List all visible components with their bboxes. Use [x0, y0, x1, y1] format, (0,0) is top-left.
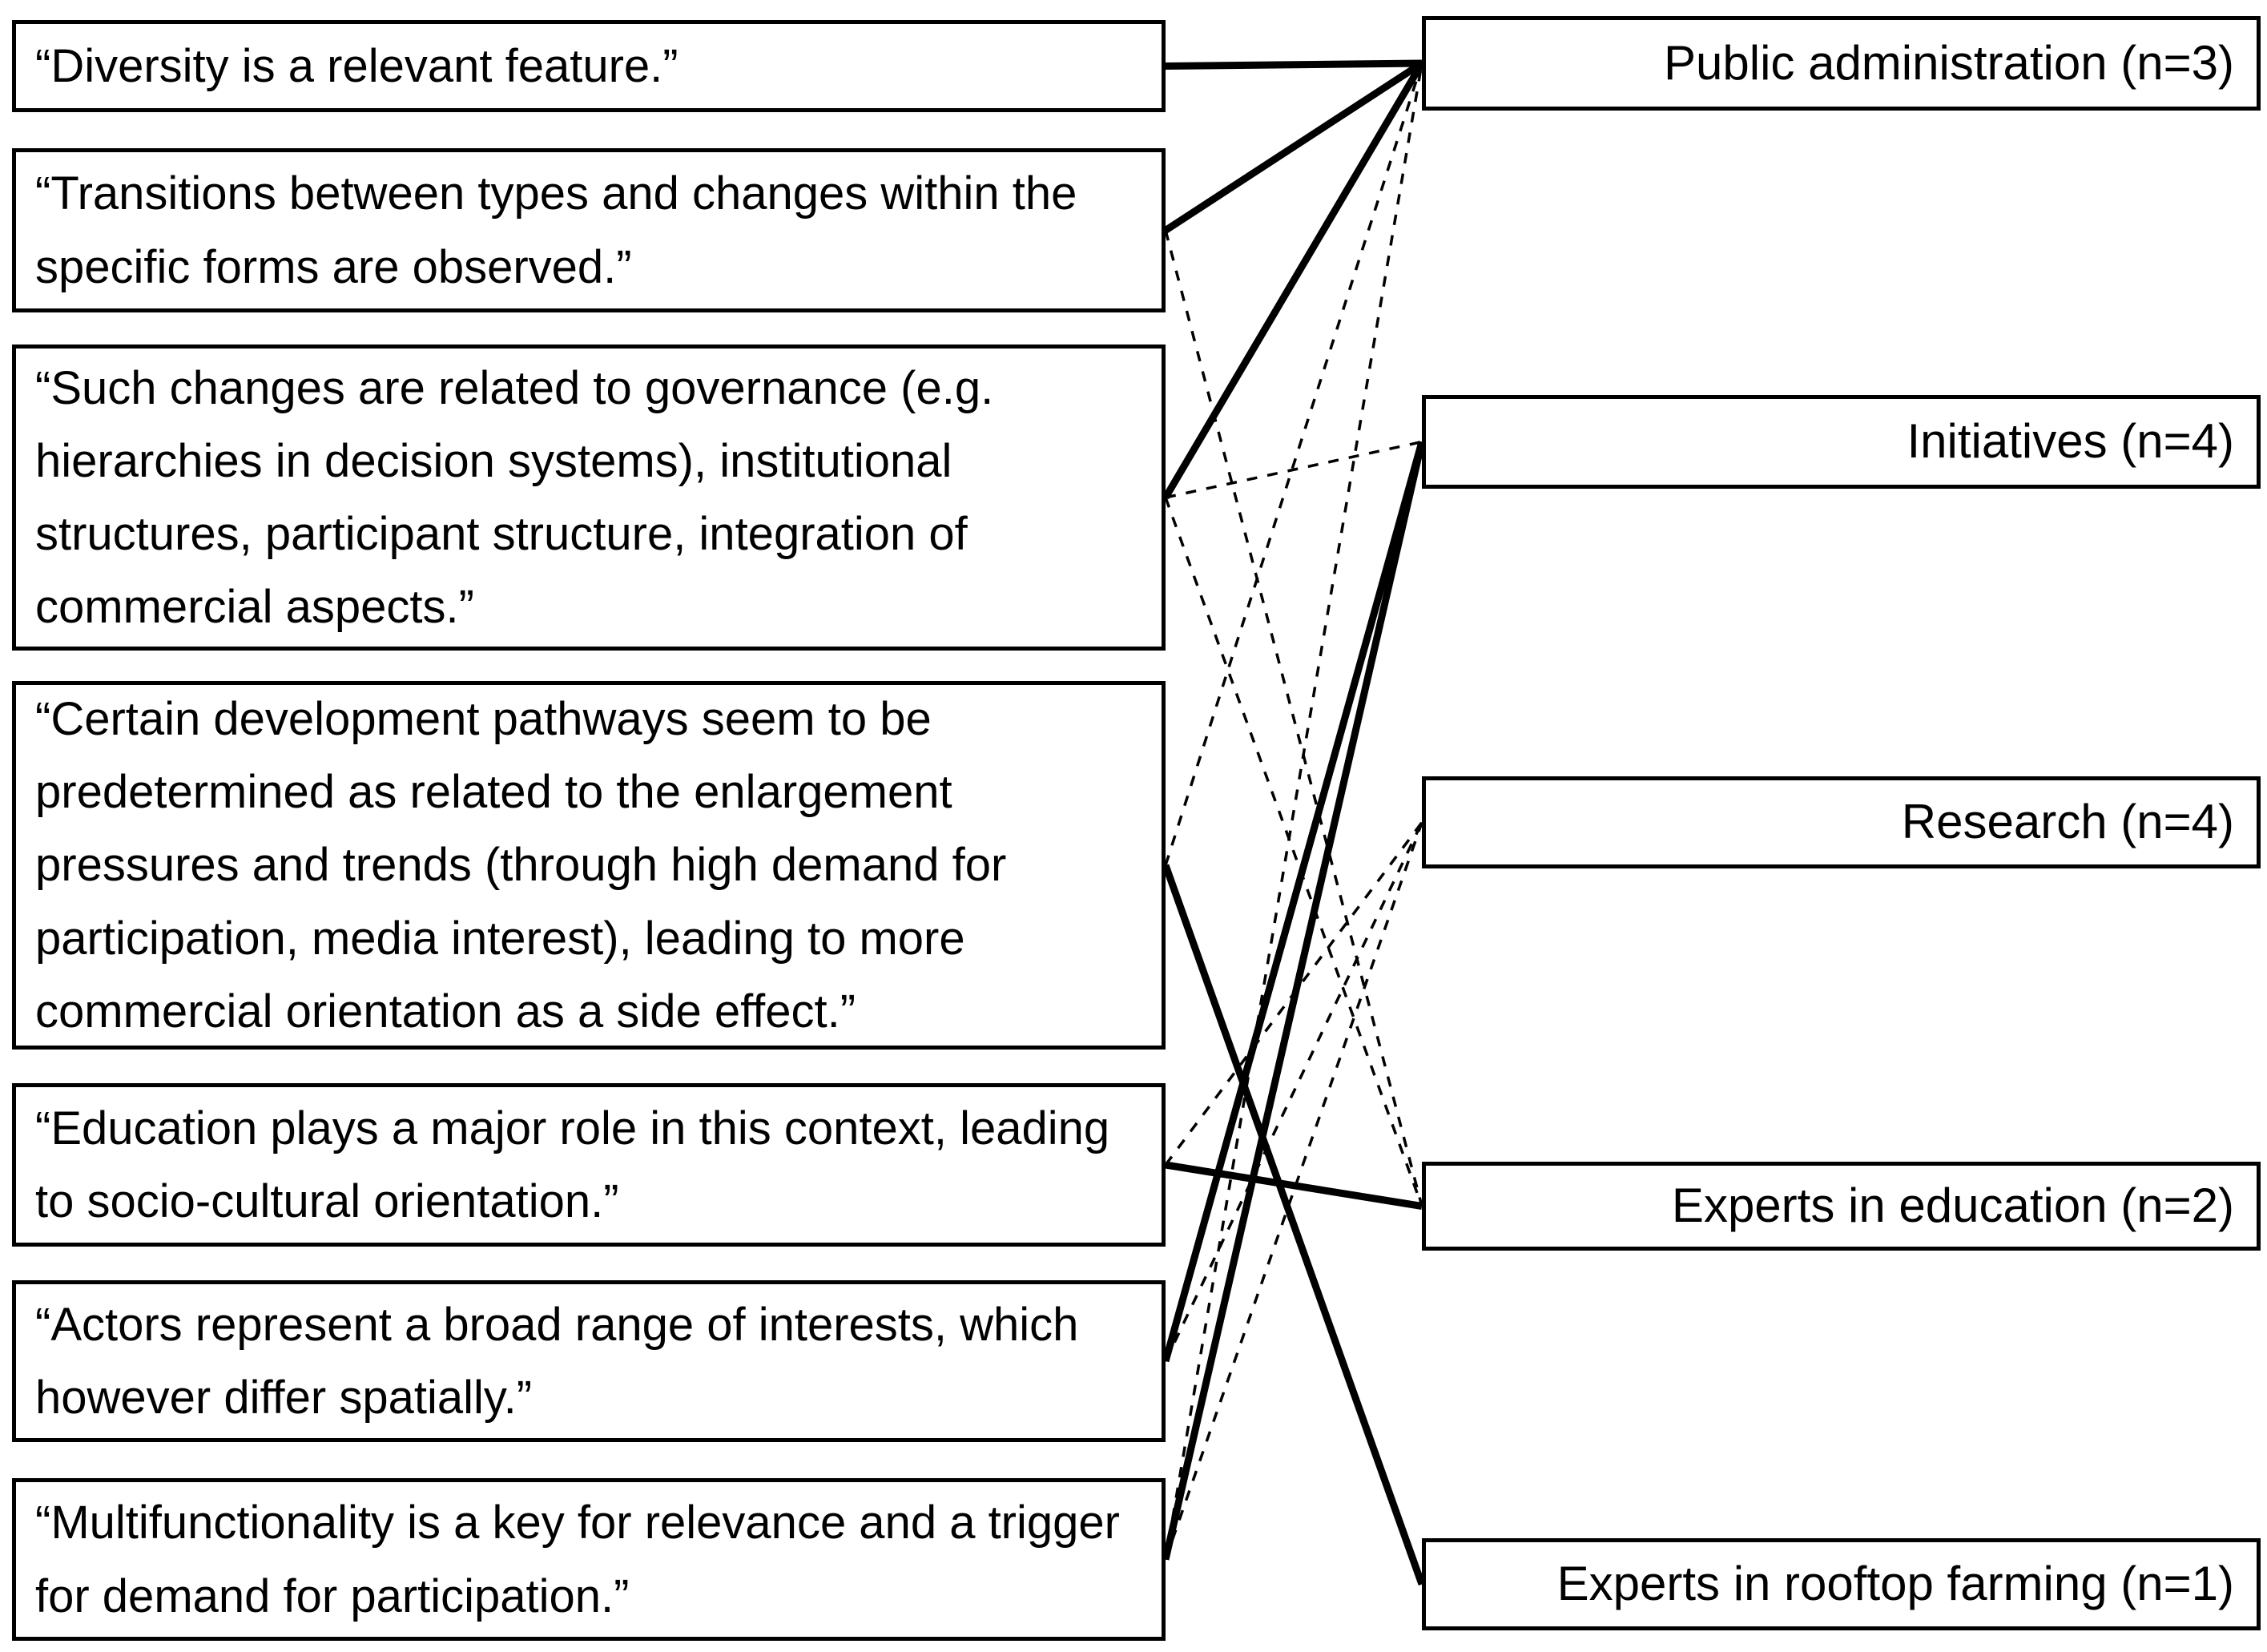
stakeholder-label: Experts in rooftop farming (n=1) [1556, 1557, 2234, 1611]
connection-line-b5-res-dashed [1164, 821, 1423, 1166]
connection-line-b3-init-dashed [1165, 440, 1423, 499]
statement-text: “Education plays a major role in this co… [35, 1102, 1110, 1227]
statement-box-b7: “Multifunctionality is a key for relevan… [12, 1478, 1166, 1641]
connection-line-b3-eped-dashed [1164, 497, 1423, 1207]
connection-line-b2-eped-dashed [1164, 230, 1423, 1207]
stakeholder-box-eped: Experts in education (n=2) [1422, 1162, 2261, 1251]
statement-box-b3: “Such changes are related to governance … [12, 345, 1166, 651]
stakeholder-label: Initiatives (n=4) [1907, 414, 2234, 469]
statement-text: “Transitions between types and changes w… [35, 167, 1077, 293]
statement-box-b5: “Education plays a major role in this co… [12, 1083, 1166, 1247]
stakeholder-box-res: Research (n=4) [1422, 776, 2261, 868]
stakeholder-box-init: Initiatives (n=4) [1422, 395, 2261, 489]
stakeholder-label: Public administration (n=3) [1663, 35, 2234, 90]
connection-line-b2-pa-solid [1163, 60, 1424, 234]
stakeholder-box-pa: Public administration (n=3) [1422, 16, 2261, 111]
connection-line-b4-pa-dashed [1164, 62, 1423, 866]
statement-text: “Certain development pathways seem to be… [35, 693, 1007, 1038]
connection-line-b5-eped-solid [1165, 1161, 1423, 1210]
stakeholder-box-roof: Experts in rooftop farming (n=1) [1422, 1538, 2261, 1630]
statement-box-b1: “Diversity is a relevant feature.” [12, 20, 1166, 112]
connection-line-b7-res-dashed [1164, 821, 1423, 1561]
connection-line-b6-init-solid [1162, 441, 1426, 1363]
statement-box-b6: “Actors represent a broad range of inter… [12, 1280, 1166, 1442]
statement-text: “Such changes are related to governance … [35, 361, 994, 634]
stakeholder-label: Research (n=4) [1901, 795, 2234, 849]
statement-text: “Actors represent a broad range of inter… [35, 1298, 1079, 1424]
stakeholder-label: Experts in education (n=2) [1671, 1179, 2234, 1233]
connection-line-b6-res-dashed [1164, 821, 1423, 1362]
connection-line-b7-pa-dashed [1164, 62, 1423, 1560]
statement-box-b4: “Certain development pathways seem to be… [12, 681, 1166, 1050]
statement-text: “Diversity is a relevant feature.” [35, 39, 678, 92]
statement-box-b2: “Transitions between types and changes w… [12, 148, 1166, 312]
statement-text: “Multifunctionality is a key for relevan… [35, 1497, 1120, 1622]
connection-line-b4-roof-solid [1162, 864, 1426, 1586]
connection-line-b3-pa-solid [1162, 61, 1425, 500]
connection-line-b1-pa-solid [1165, 59, 1423, 70]
connection-line-b7-init-solid [1162, 441, 1426, 1561]
